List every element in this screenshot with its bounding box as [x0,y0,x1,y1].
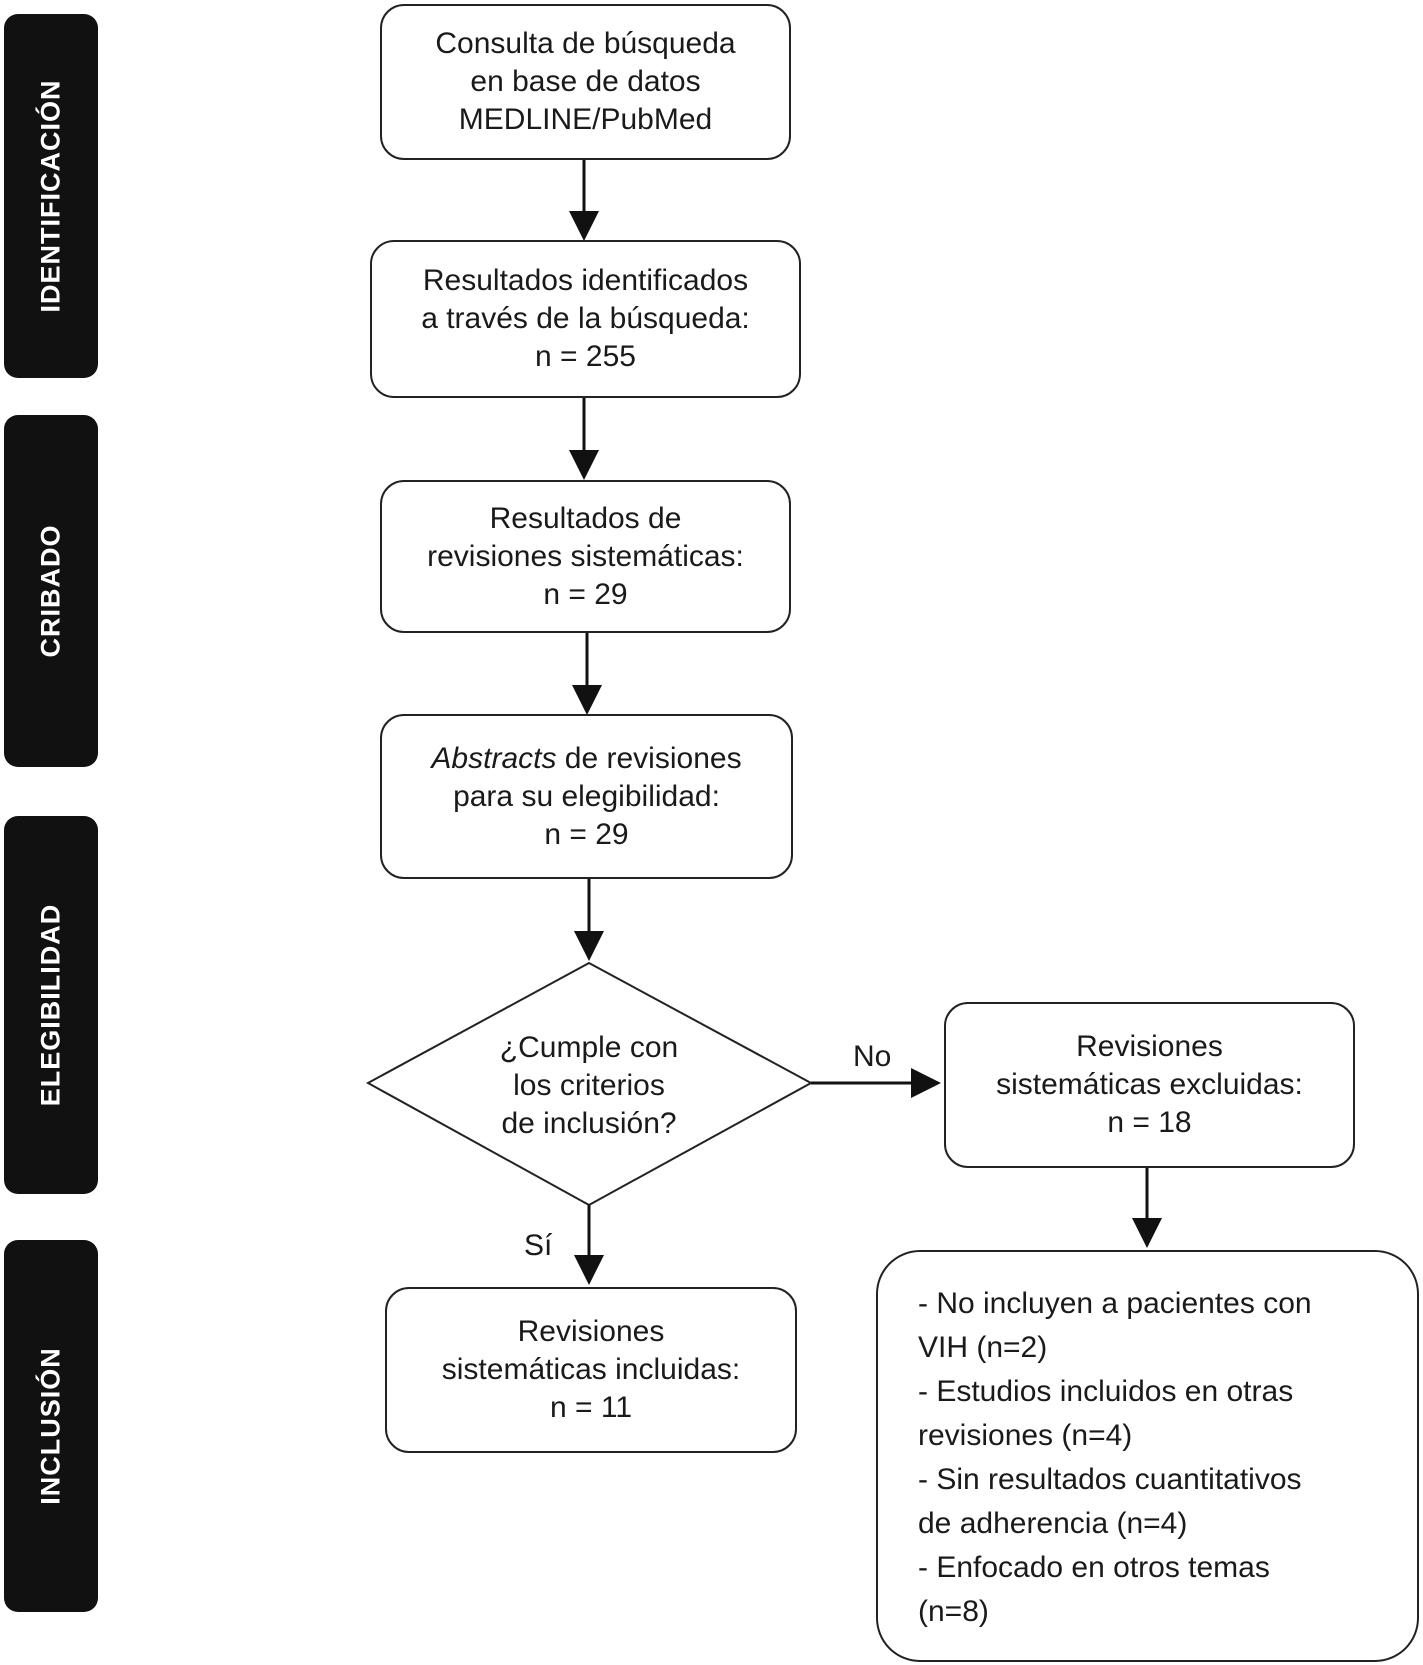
exclusion-reason-line: - Enfocado en otros temas [918,1551,1270,1584]
exclusion-reasons-box: - No incluyen a pacientes con VIH (n=2) … [876,1250,1419,1662]
decision-line: ¿Cumple con [499,1031,679,1064]
identified-results-box: Resultados identificados a través de la … [370,240,801,398]
search-query-line: en base de datos [470,65,701,98]
identified-results-line: a través de la búsqueda: [421,302,750,335]
exclusion-reason-line: revisiones (n=4) [918,1419,1133,1452]
excluded-reviews-line: Revisiones [1076,1030,1223,1063]
abstracts-italic-word: Abstracts [431,741,557,775]
included-reviews-count: n = 11 [549,1391,633,1424]
edge-label-yes: Sí [524,1229,553,1262]
systematic-reviews-box: Resultados de revisiones sistemáticas: n… [380,480,791,633]
exclusion-reason-line: de adherencia (n=4) [918,1507,1188,1540]
systematic-reviews-line: revisiones sistemáticas: [427,539,744,573]
exclusion-reason-line: - Estudios incluidos en otras [918,1375,1294,1408]
included-reviews-box: Revisiones sistemáticas incluidas: n = 1… [385,1287,797,1453]
phase-screening-label: CRIBADO [35,524,66,658]
phase-inclusion: INCLUSIÓN [4,1240,98,1612]
edge-label-no: No [853,1040,892,1073]
decision-text: ¿Cumple con los criterios de inclusión? [459,1029,719,1143]
abstracts-line-1-rest: de revisiones [556,741,742,775]
abstracts-count: n = 29 [544,817,629,851]
identified-results-count: n = 255 [535,340,636,373]
decision-line: de inclusión? [501,1107,677,1140]
excluded-reviews-box: Revisiones sistemáticas excluidas: n = 1… [944,1002,1355,1168]
systematic-reviews-line: Resultados de [489,501,682,535]
exclusion-reason-line: (n=8) [918,1595,989,1628]
included-reviews-line: Revisiones [517,1315,665,1348]
phase-eligibility-label: ELEGIBILIDAD [35,903,66,1107]
search-query-box: Consulta de búsqueda en base de datos ME… [380,4,791,160]
abstracts-line-1: Abstracts de revisiones [431,740,741,778]
phase-inclusion-label: INCLUSIÓN [35,1347,66,1505]
phase-eligibility: ELEGIBILIDAD [4,816,98,1194]
excluded-reviews-count: n = 18 [1107,1106,1192,1139]
phase-identification: IDENTIFICACIÓN [4,14,98,378]
excluded-reviews-line: sistemáticas excluidas: [996,1068,1303,1101]
abstracts-box: Abstracts de revisiones para su elegibil… [380,714,793,879]
exclusion-reason-line: - No incluyen a pacientes con [918,1287,1312,1320]
decision-line: los criterios [513,1069,665,1102]
exclusion-reason-line: - Sin resultados cuantitativos [918,1463,1302,1496]
phase-identification-label: IDENTIFICACIÓN [35,79,66,313]
identified-results-line: Resultados identificados [422,264,749,297]
included-reviews-line: sistemáticas incluidas: [441,1353,741,1386]
exclusion-reason-line: VIH (n=2) [918,1331,1048,1364]
search-query-line: MEDLINE/PubMed [458,103,713,136]
phase-screening: CRIBADO [4,415,98,767]
abstracts-line-2: para su elegibilidad: [453,779,720,813]
systematic-reviews-count: n = 29 [543,577,628,611]
search-query-line: Consulta de búsqueda [435,27,736,60]
